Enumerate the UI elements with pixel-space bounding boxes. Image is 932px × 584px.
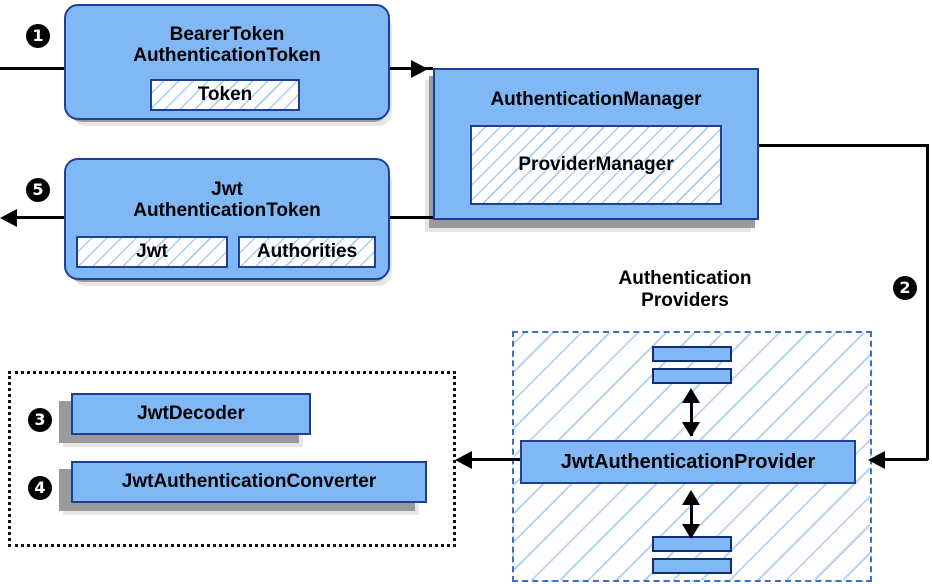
providers-label-line1: Authentication	[618, 268, 752, 289]
support-components-region	[8, 371, 456, 547]
node-jwt-authentication-converter[interactable]: JwtAuthenticationConverter	[71, 461, 427, 503]
arrow-up-icon-top	[682, 388, 700, 403]
connector-step2-top	[759, 144, 929, 147]
inner-box-authorities[interactable]: Authorities	[238, 236, 376, 268]
providers-region-label: Authentication Providers	[585, 268, 785, 312]
connector-request-in	[0, 67, 72, 70]
authentication-manager-title: AuthenticationManager	[490, 89, 702, 110]
bearer-token-title: BearerToken AuthenticationToken	[133, 24, 321, 67]
inner-box-provider-manager[interactable]: ProviderManager	[470, 125, 722, 205]
connector-response-out	[6, 216, 66, 219]
provider-placeholder-bar-top-2	[652, 368, 732, 384]
provider-placeholder-bar-top-1	[652, 346, 732, 362]
inner-box-jwt[interactable]: Jwt	[76, 236, 228, 268]
bearer-token-title-line1: BearerToken	[169, 23, 285, 45]
arrow-left-icon-response	[0, 209, 17, 227]
badge-step-3: 3	[28, 408, 52, 432]
arrow-left-icon-to-provider	[868, 451, 885, 469]
arrow-left-icon-to-support	[455, 451, 472, 469]
node-jwt-decoder[interactable]: JwtDecoder	[71, 393, 311, 435]
providers-label-line2: Providers	[641, 289, 729, 311]
arrow-down-icon-top	[682, 422, 700, 437]
arrow-right-icon-to-manager	[411, 60, 428, 78]
connector-step2-bottom	[884, 458, 928, 461]
badge-step-1: 1	[26, 24, 50, 48]
arrow-up-icon-bottom	[682, 490, 700, 505]
badge-step-2: 2	[893, 276, 917, 300]
jwt-token-title-line2: AuthenticationToken	[133, 200, 321, 221]
bearer-token-title-line2: AuthenticationToken	[133, 45, 321, 66]
node-jwt-authentication-provider[interactable]: JwtAuthenticationProvider	[520, 440, 856, 484]
badge-step-5: 5	[26, 178, 50, 202]
inner-box-token[interactable]: Token	[150, 79, 300, 111]
jwt-token-title: Jwt AuthenticationToken	[133, 179, 321, 222]
connector-manager-to-jwt-token	[390, 216, 435, 219]
connector-step2-right	[926, 144, 929, 460]
connector-provider-to-support	[472, 458, 522, 461]
jwt-token-title-line1: Jwt	[211, 178, 243, 200]
arrow-down-icon-bottom	[682, 524, 700, 539]
connector-provider-bottom-stem	[690, 496, 693, 538]
badge-step-4: 4	[28, 476, 52, 500]
connector-provider-top-stem	[690, 394, 693, 436]
provider-placeholder-bar-bottom-2	[652, 558, 732, 574]
